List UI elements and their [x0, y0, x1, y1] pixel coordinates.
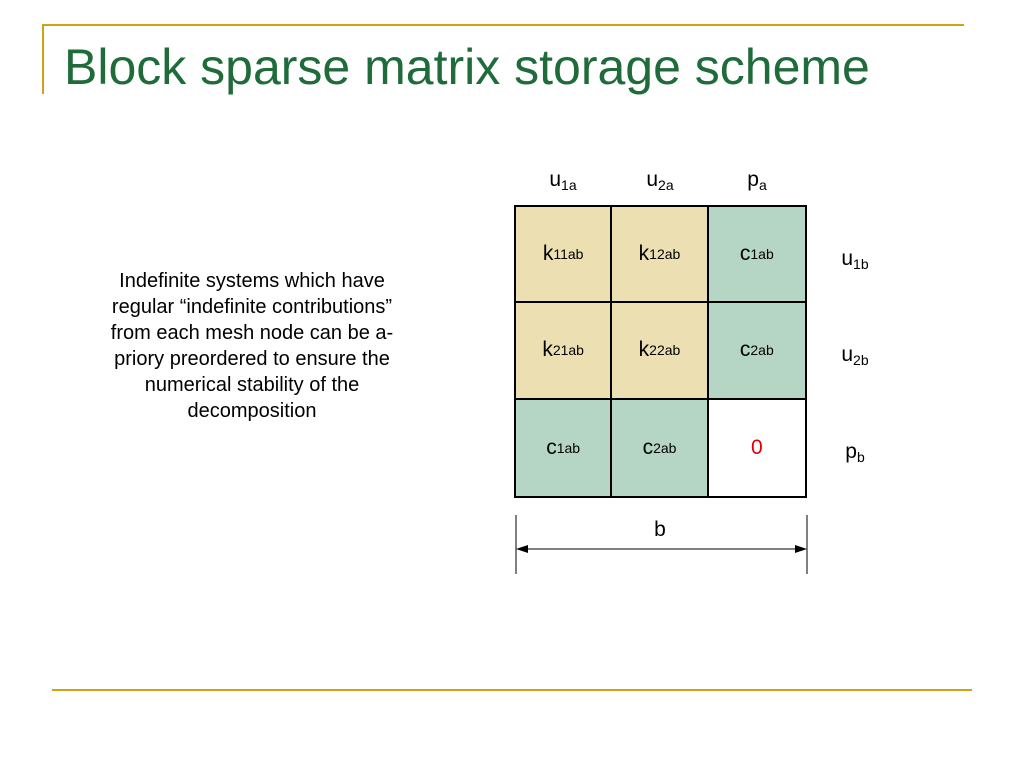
frame-top-rule [42, 24, 964, 26]
cell-base: k [542, 242, 554, 266]
column-label-sub: 2a [658, 177, 674, 193]
cell-base: c [546, 435, 557, 459]
row-label-base: u [841, 247, 854, 270]
cell-base: k [638, 242, 650, 266]
cell-base: c [642, 435, 654, 459]
row-label-sub: 2b [853, 352, 869, 368]
cell-base: c [739, 338, 751, 362]
dimension-right-arrowhead [795, 545, 807, 553]
cell-sub: 1ab [750, 246, 774, 263]
cell-base: k [542, 338, 553, 362]
cell-sub: 2ab [750, 342, 774, 359]
row-label-sub: 1b [853, 256, 869, 272]
description-text: Indefinite systems which have regular “i… [110, 270, 394, 422]
cell-base: c [739, 242, 751, 266]
block-size-label: b [654, 518, 666, 541]
column-label-u1a: u1a [515, 168, 611, 193]
slide-title: Block sparse matrix storage scheme [64, 39, 870, 95]
column-label-base: u [646, 168, 659, 191]
row-label-u2b: u2b [830, 343, 880, 368]
column-label-sub: a [758, 177, 767, 193]
cell-sub: 1ab [556, 439, 581, 456]
column-label-sub: 1a [561, 177, 577, 193]
cell-sub: 21ab [552, 342, 584, 359]
row-label-base: p [845, 440, 857, 463]
column-label-u2a: u2a [612, 168, 708, 193]
cell-sub: 22ab [649, 342, 681, 359]
cell-base: k [638, 338, 650, 362]
dimension-left-arrowhead [516, 545, 528, 553]
row-label-u1b: u1b [830, 247, 880, 272]
cell-sub: 12ab [649, 246, 681, 263]
column-label-pa: pa [709, 168, 805, 193]
cell-sub: 2ab [653, 439, 677, 456]
row-label-sub: b [856, 449, 865, 465]
column-label-base: p [747, 168, 759, 191]
row-label-pb: pb [830, 440, 880, 465]
row-label-base: u [841, 343, 854, 366]
frame-bottom-rule [52, 689, 972, 691]
cell-base: 0 [750, 435, 763, 459]
block-size-dimension-arrow [515, 515, 808, 574]
matrix-cell-zero: 0 [708, 399, 805, 496]
cell-sub: 11ab [553, 246, 584, 263]
frame-left-rule [42, 24, 44, 94]
column-label-base: u [549, 168, 562, 191]
